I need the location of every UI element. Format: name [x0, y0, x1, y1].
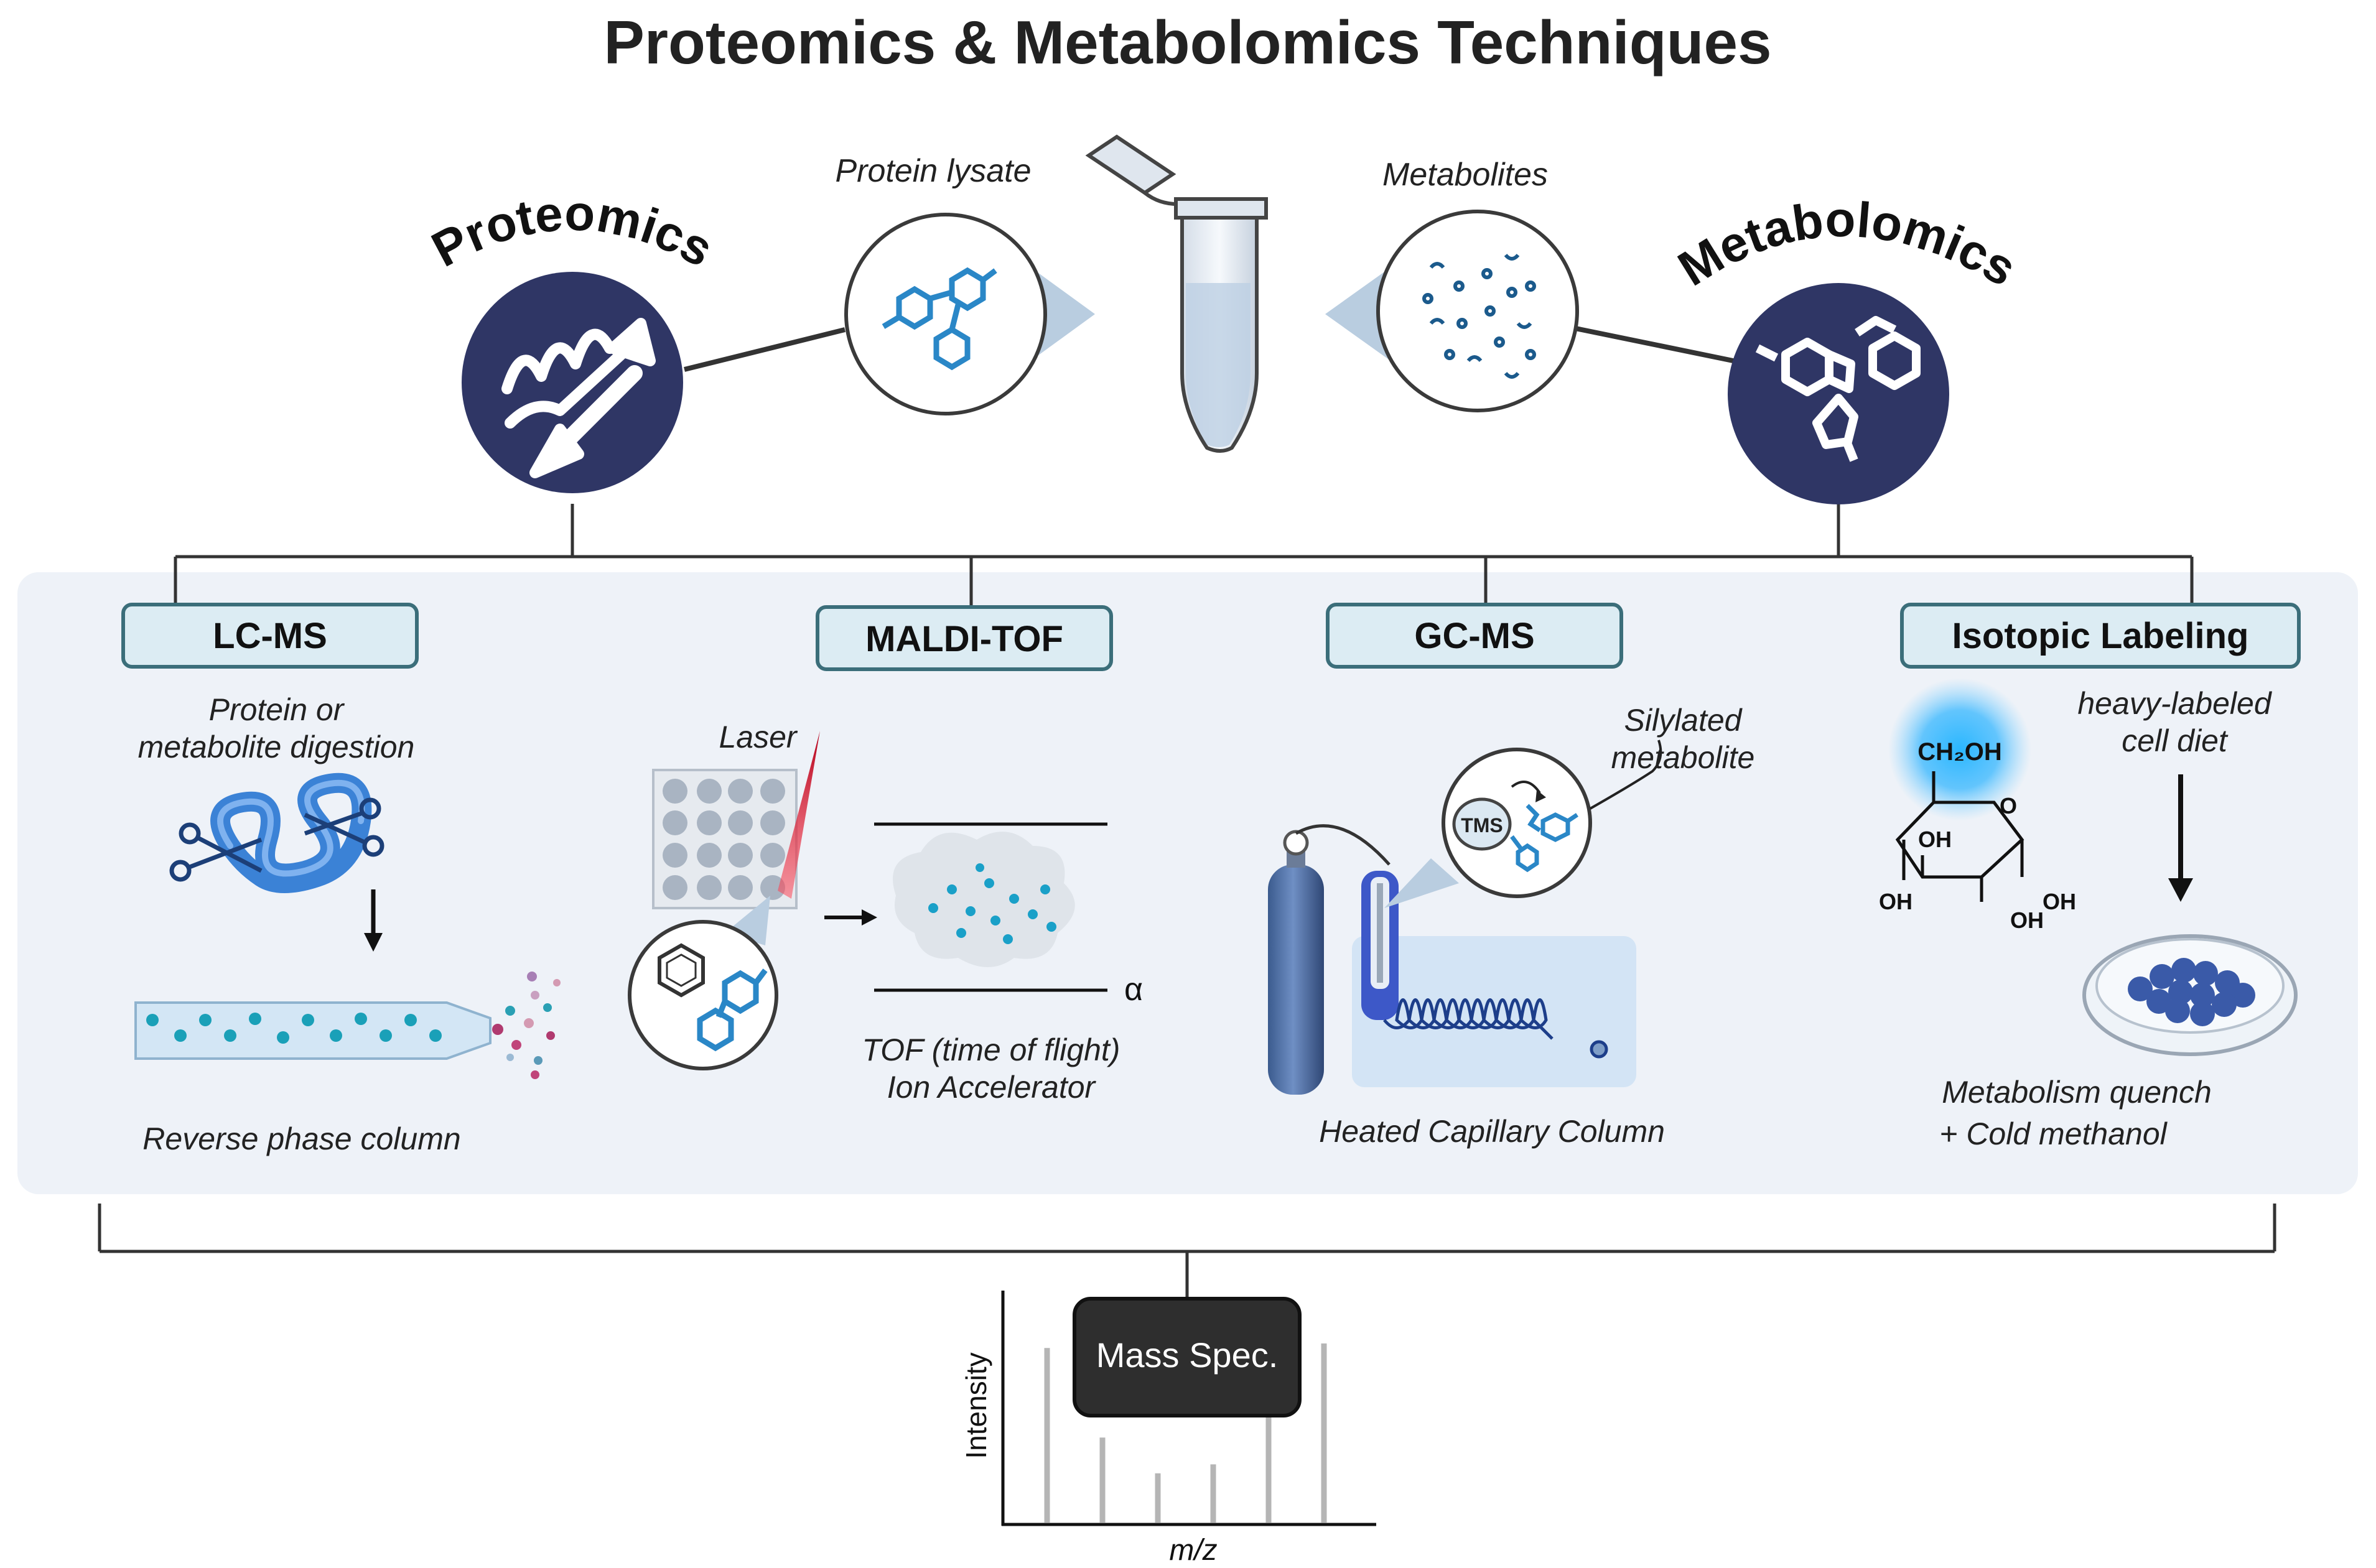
gcms-box: GC-MS — [1326, 603, 1623, 669]
lcms-label: LC-MS — [213, 616, 327, 656]
protein-lysate-label: Protein lysate — [835, 153, 1031, 189]
techniques-panel — [17, 572, 2358, 1194]
gcms-caption-1: Silylated — [1624, 703, 1743, 738]
gcms-caption-2: metabolite — [1611, 740, 1755, 775]
lcms-caption-2: metabolite digestion — [138, 730, 415, 764]
isotopic-label: Isotopic Labeling — [1952, 616, 2249, 656]
protein-molecule-icon — [882, 267, 997, 371]
gcms-zoom-cone — [1384, 858, 1459, 908]
lcms-box: LC-MS — [121, 603, 419, 669]
oh-label-1: OH — [1918, 827, 1952, 852]
lcms-caption-1: Protein or — [209, 692, 345, 727]
laser-label: Laser — [719, 720, 798, 754]
isotopic-bottom-1: Metabolism quench — [1942, 1075, 2212, 1110]
oh-label-3: OH — [2043, 889, 2076, 914]
tof-accelerator-icon — [874, 822, 1107, 992]
molecule-icon — [1755, 316, 1921, 462]
scissors-icon — [169, 797, 384, 882]
tms-label: TMS — [1461, 814, 1503, 837]
lcms-bottom-caption: Reverse phase column — [142, 1121, 460, 1156]
ms-x-label: m/z — [1169, 1534, 1217, 1567]
tms-bubble: TMS — [1442, 748, 1592, 898]
ring-oxygen: O — [2000, 793, 2017, 819]
metabolites-label: Metabolites — [1382, 157, 1548, 193]
metabolites-bubble — [1325, 210, 1579, 412]
proteomics-circle — [462, 272, 683, 493]
isotopic-box: Isotopic Labeling — [1900, 603, 2301, 669]
isotopic-caption-1: heavy-labeled — [2077, 686, 2273, 721]
ch2oh-label: CH₂OH — [1917, 738, 2002, 766]
petri-dish-icon — [2082, 934, 2298, 1056]
right-arrow-icon — [824, 909, 877, 925]
maldi-caption-1: TOF (time of flight) — [862, 1032, 1120, 1067]
ion-spray — [492, 972, 561, 1079]
isotopic-caption-2: cell diet — [2122, 723, 2229, 758]
laser-beam — [778, 731, 820, 899]
metabolomics-circle — [1728, 283, 1949, 504]
protein-structure-icon — [501, 318, 656, 478]
page-title: Proteomics & Metabolomics Techniques — [604, 8, 1772, 77]
mass-spec-peaks — [1044, 1343, 1327, 1523]
metabolite-dots — [1422, 253, 1536, 379]
gcms-label: GC-MS — [1414, 616, 1534, 656]
capillary-coil-icon — [1383, 998, 1608, 1059]
injector-tube-icon — [1361, 871, 1399, 1020]
metabolomics-link — [1566, 324, 1743, 365]
maldi-label: MALDI-TOF — [865, 619, 1063, 659]
mass-spec-label: Mass Spec. — [1096, 1335, 1279, 1375]
down-arrow-icon — [2168, 774, 2193, 902]
silylated-pointer — [1590, 740, 1662, 810]
gas-tank-icon — [1268, 824, 1391, 1095]
matrix-molecule-bubble — [628, 920, 778, 1070]
oh-label-4: OH — [2010, 907, 2044, 933]
mass-spec-box — [1073, 1297, 1302, 1417]
ms-y-label: Intensity — [960, 1352, 992, 1459]
connector-lines — [98, 504, 2276, 1299]
proteomics-link — [684, 327, 846, 372]
mass-spec-plot: Mass Spec. Intensity m/z — [960, 1291, 1376, 1567]
isotopic-bottom-2: + Cold methanol — [1939, 1116, 2168, 1151]
proteomics-label: Proteomics — [423, 185, 722, 277]
maldi-plate-icon — [652, 769, 798, 909]
oh-label-2: OH — [1879, 889, 1912, 914]
down-arrow-icon — [364, 889, 383, 952]
glucose-structure-icon — [1895, 771, 2024, 902]
protein-digestion-icon — [169, 772, 384, 893]
maldi-box: MALDI-TOF — [816, 605, 1113, 671]
gcms-bottom-caption: Heated Capillary Column — [1319, 1114, 1665, 1149]
protein-lysate-bubble — [844, 213, 1095, 415]
maldi-caption-2: Ion Accelerator — [887, 1070, 1097, 1105]
heavy-label-glow — [1888, 678, 2031, 821]
alpha-label: α — [1124, 972, 1143, 1008]
sample-tube-icon — [1085, 134, 1268, 453]
reverse-phase-column-icon — [134, 972, 561, 1079]
metabolomics-label: Metabolomics — [1669, 192, 2026, 297]
